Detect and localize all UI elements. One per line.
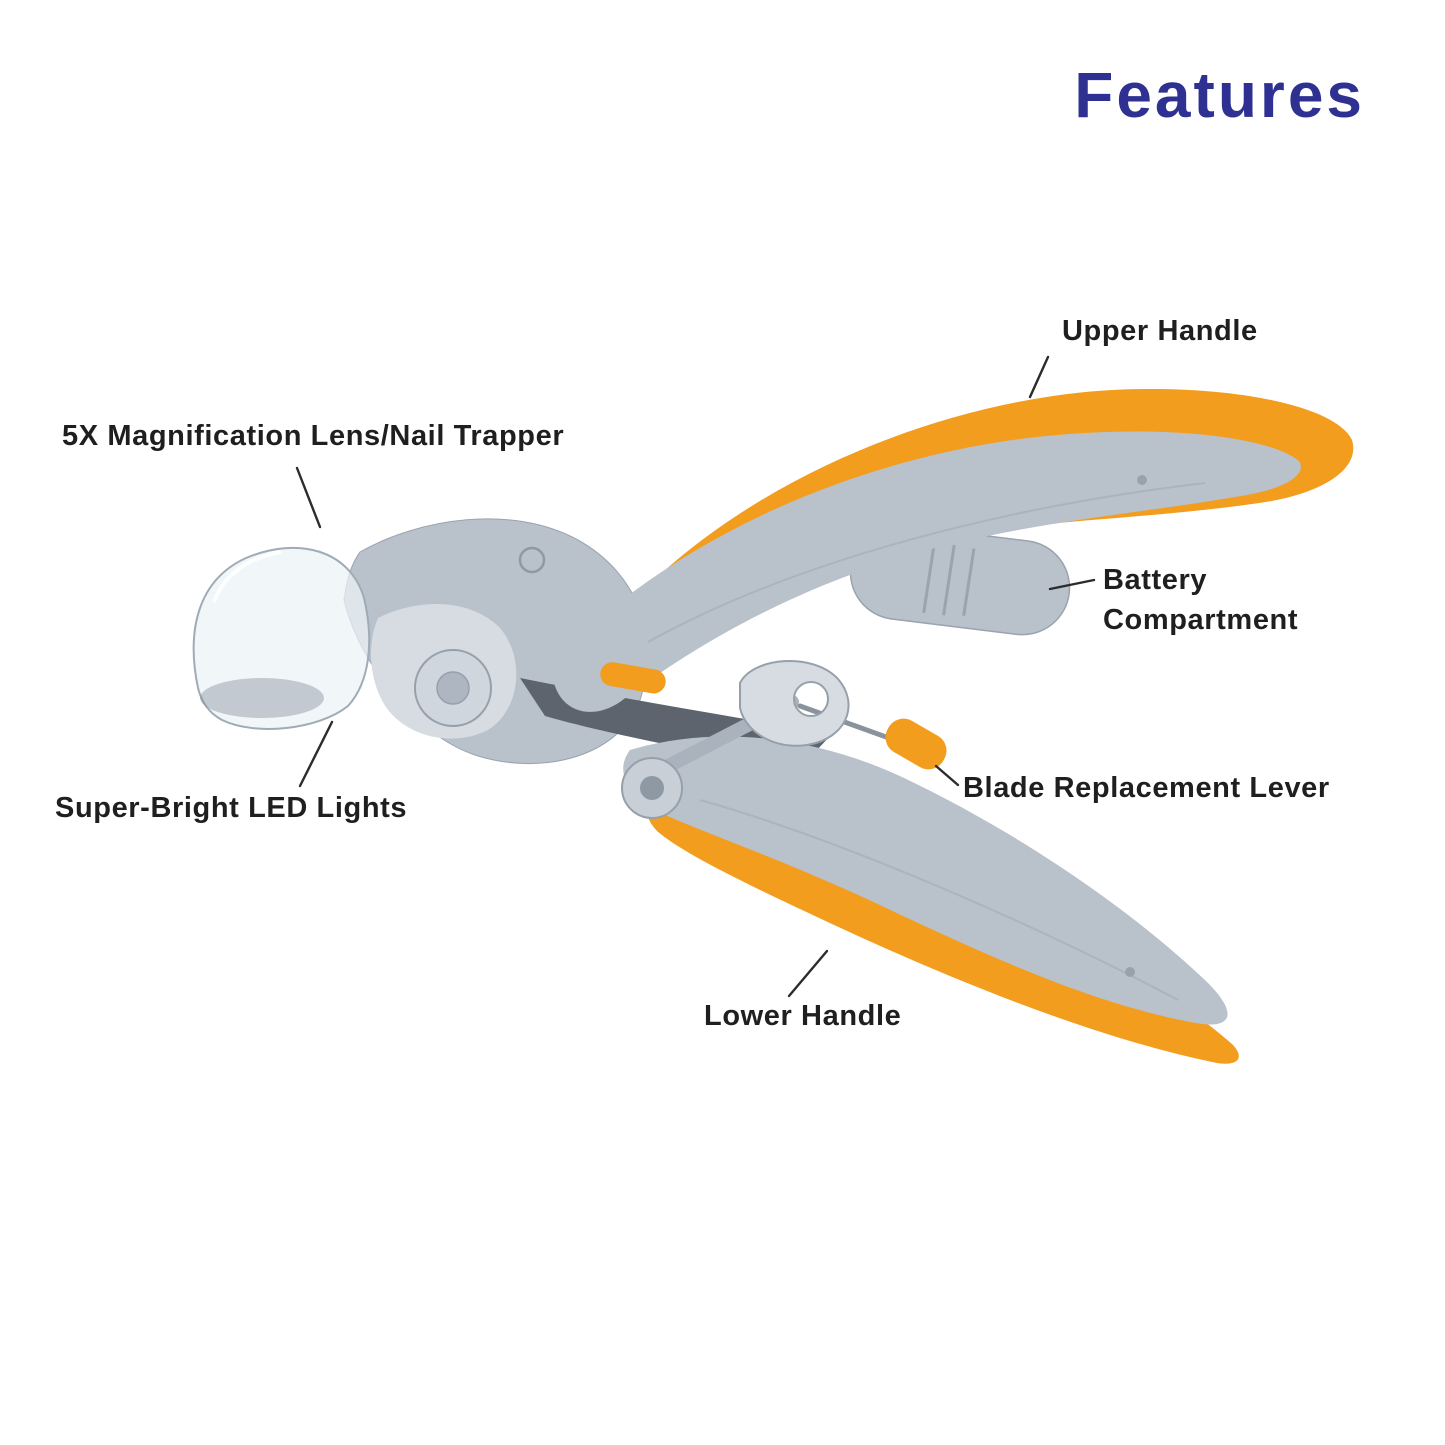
label-magnification-lens: 5X Magnification Lens/Nail Trapper (62, 420, 565, 452)
label-battery-line1: Battery (1103, 564, 1208, 596)
lower-pivot-hole (640, 776, 664, 800)
label-blade-replacement-lever: Blade Replacement Lever (963, 772, 1330, 804)
lever-spring (797, 703, 903, 745)
blade-replacement-lever (885, 718, 947, 770)
upper-handle-seam (647, 482, 1206, 643)
label-led-lights: Super-Bright LED Lights (55, 792, 408, 824)
trigger-button (600, 662, 666, 694)
leader-lower-handle (787, 949, 829, 998)
lens-highlight (212, 550, 282, 603)
features-title: Features (1074, 59, 1365, 131)
upper-handle-body (552, 431, 1301, 712)
leader-blade-lever (934, 764, 960, 787)
leader-led-lights (298, 720, 334, 788)
lever-plate (739, 660, 850, 747)
upper-handle-screw (1137, 475, 1147, 485)
pivot-screw-center (436, 671, 470, 705)
leader-magnification-lens (295, 466, 322, 529)
brand-mark (518, 546, 546, 574)
lower-handle-seam (699, 799, 1179, 1001)
leader-upper-handle (1028, 355, 1050, 399)
magnification-lens (192, 546, 371, 730)
label-upper-handle: Upper Handle (1062, 315, 1258, 347)
label-lower-handle: Lower Handle (704, 1000, 902, 1032)
label-battery-line2: Compartment (1103, 604, 1299, 636)
leader-battery-compartment (1048, 578, 1096, 591)
lower-handle-screw (1125, 967, 1135, 977)
label-battery-compartment: Battery Compartment (1103, 560, 1298, 640)
lens-opening-shadow (200, 678, 324, 718)
